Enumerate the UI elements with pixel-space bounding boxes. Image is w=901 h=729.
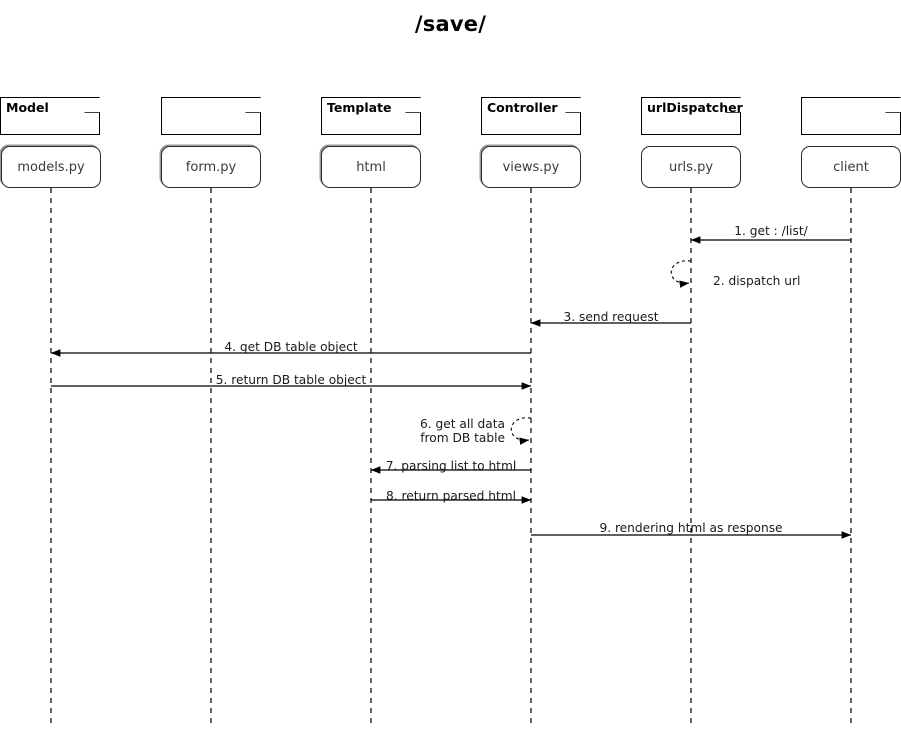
message-label-5: 5. return DB table object [215,373,367,387]
lifeline-head-model[interactable]: models.py [1,146,101,188]
note-box-client [801,96,901,135]
note-fold-corner-icon [84,96,101,113]
note-label-urldispatcher: urlDispatcher [647,100,743,115]
lifeline-head-urldispatcher[interactable]: urls.py [641,146,741,188]
note-label-template: Template [327,100,392,115]
lifeline-head-form[interactable]: form.py [161,146,261,188]
message-6-self-arrow[interactable] [510,417,532,445]
messages-layer [50,236,852,539]
lifeline-head-client[interactable]: client [801,146,901,188]
page-title: /save/ [414,12,487,36]
message-label-2: 2. dispatch url [713,274,801,288]
message-2-self-arrow[interactable] [670,260,692,288]
message-label-3: 3. send request [563,310,659,324]
note-box-controller: Controller [481,96,582,135]
note-box-template: Template [321,96,422,135]
message-label-1: 1. get : /list/ [734,224,808,238]
message-label-6-line-1: 6. get all data [420,417,505,431]
note-box-urldispatcher: urlDispatcher [641,96,743,135]
note-fold-corner-icon [405,96,422,113]
note-fold-corner-icon [565,96,582,113]
message-label-4: 4. get DB table object [224,340,358,354]
lifelines-layer [50,188,852,723]
message-label-7: 7. parsing list to html [385,459,517,473]
message-label-8: 8. return parsed html [385,489,517,503]
lifeline-head-template[interactable]: html [321,146,421,188]
note-fold-corner-icon [885,96,901,113]
note-label-model: Model [6,100,49,115]
message-label-6-line-2: from DB table [420,431,505,445]
note-box-model: Model [0,96,101,135]
note-fold-corner-icon [245,96,262,113]
lifeline-head-controller[interactable]: views.py [481,146,581,188]
note-box-form [161,96,262,135]
note-label-controller: Controller [487,100,558,115]
message-label-9: 9. rendering html as response [599,521,783,535]
